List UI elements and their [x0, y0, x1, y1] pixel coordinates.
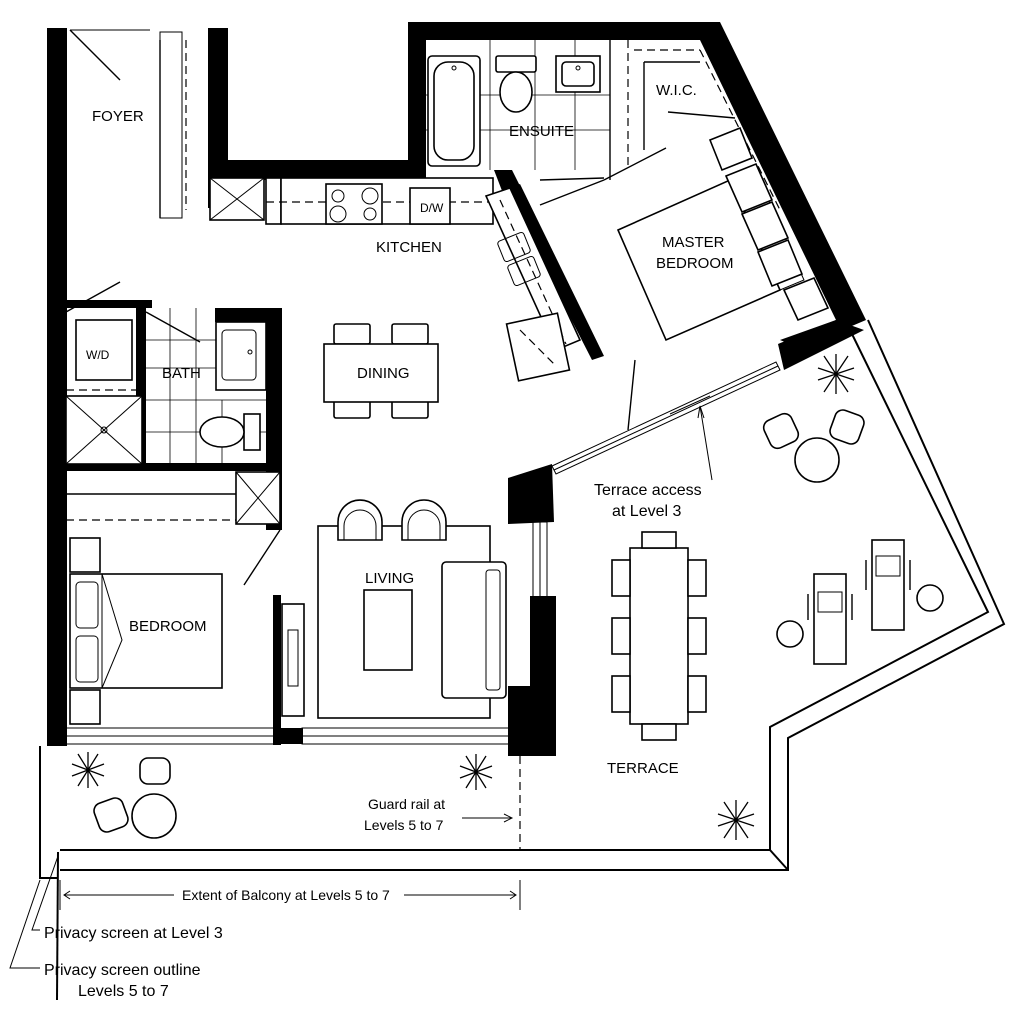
- room-label-bedroom: BEDROOM: [129, 618, 207, 635]
- terrace-outline: [39, 319, 1006, 1001]
- note-privacy-outline-line1: Privacy screen outline: [44, 962, 201, 979]
- ensuite-fixtures: [426, 40, 629, 180]
- doors: [65, 29, 736, 586]
- room-label-living: LIVING: [365, 570, 414, 587]
- room-label-terrace: TERRACE: [607, 760, 679, 777]
- bedroom-furniture: [66, 471, 281, 725]
- living-furniture: [281, 499, 507, 719]
- room-label-wic: W.I.C.: [656, 82, 697, 99]
- note-privacy-screen: Privacy screen at Level 3: [44, 925, 223, 942]
- room-label-ensuite: ENSUITE: [509, 123, 574, 140]
- appliance-label-dw: D/W: [420, 201, 444, 215]
- room-label-bath: BATH: [162, 365, 201, 382]
- kitchen-fixtures: [209, 177, 582, 382]
- master-furniture: [616, 126, 830, 342]
- bath-fixtures: [65, 308, 267, 465]
- room-label-kitchen: KITCHEN: [376, 239, 442, 256]
- walls: [47, 22, 866, 756]
- dining-furniture: [323, 323, 439, 419]
- note-guard-rail-line1: Guard rail at: [368, 796, 445, 812]
- glazing: [65, 31, 781, 745]
- room-label-dining: DINING: [357, 365, 410, 382]
- room-label-master-line1: MASTER: [662, 234, 725, 251]
- note-balcony-extent: Extent of Balcony at Levels 5 to 7: [182, 887, 390, 903]
- note-privacy-outline-line2: Levels 5 to 7: [78, 983, 169, 1000]
- note-terrace-access-line1: Terrace access: [594, 482, 702, 499]
- room-label-foyer: FOYER: [92, 108, 144, 125]
- room-label-master-line2: BEDROOM: [656, 255, 734, 272]
- note-terrace-access-line2: at Level 3: [612, 503, 681, 520]
- south-balcony-furniture: [71, 752, 521, 850]
- terrace-furniture: [611, 354, 944, 840]
- annotation-lines: [9, 405, 713, 969]
- appliance-label-wd: W/D: [86, 348, 110, 362]
- wic-shelving: [634, 49, 781, 211]
- note-guard-rail-line2: Levels 5 to 7: [364, 817, 444, 833]
